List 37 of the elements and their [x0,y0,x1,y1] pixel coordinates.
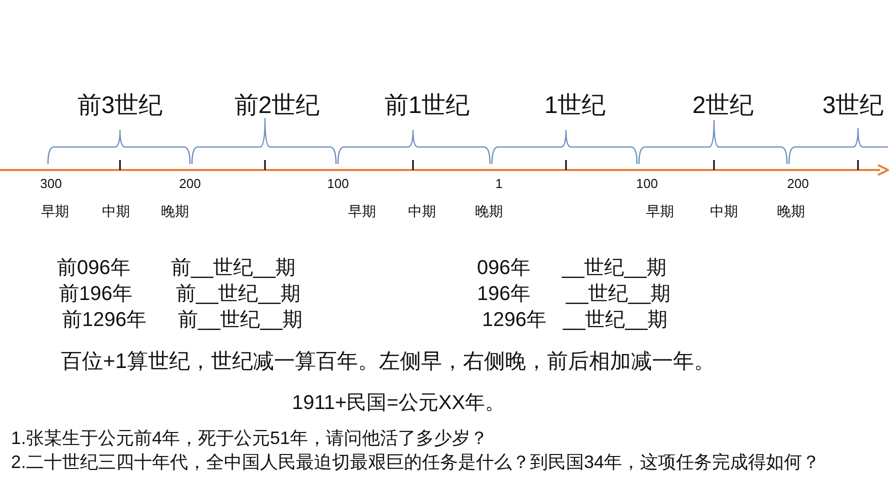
period-label: 早期 [41,204,69,218]
year-label: 300 [40,177,62,190]
year-prompt: 前096年 [57,258,130,278]
year-label: 200 [179,177,201,190]
formula-note: 1911+民国=公元XX年。 [292,393,506,413]
century-label: 2世纪 [692,94,754,118]
year-label: 100 [327,177,349,190]
period-label: 晚期 [475,204,503,218]
period-label: 中期 [710,204,738,218]
period-label: 中期 [102,204,130,218]
period-label: 早期 [646,204,674,218]
year-prompt: 前196年 [59,284,132,304]
century-label: 前3世纪 [77,94,163,118]
century-label: 3世纪 [822,94,884,118]
fill-in-prompt: 前__世纪__期 [176,284,300,304]
century-label: 1世纪 [544,94,606,118]
fill-in-prompt: __世纪__期 [566,284,670,304]
year-label: 200 [787,177,809,190]
question-text: 1.张某生于公元前4年，死于公元51年，请问他活了多少岁？ [11,429,488,447]
year-prompt: 1296年 [482,310,546,330]
century-label: 前2世纪 [234,94,320,118]
rule-note: 百位+1算世纪，世纪减一算百年。左侧早，右侧晚，前后相加减一年。 [61,351,715,372]
fill-in-prompt: 前__世纪__期 [178,310,302,330]
period-label: 晚期 [777,204,805,218]
question-text: 2.二十世纪三四十年代，全中国人民最迫切最艰巨的任务是什么？到民国34年，这项任务完成得如何？ [11,453,820,471]
fill-in-prompt: __世纪__期 [562,258,666,278]
year-label: 1 [495,177,503,190]
year-label: 100 [636,177,658,190]
year-prompt: 096年 [477,258,530,278]
century-label: 前1世纪 [384,94,470,118]
period-label: 早期 [348,204,376,218]
year-prompt: 前1296年 [62,310,146,330]
period-label: 中期 [408,204,436,218]
year-prompt: 196年 [477,284,530,304]
fill-in-prompt: 前__世纪__期 [171,258,296,278]
period-label: 晚期 [161,204,189,218]
fill-in-prompt: __世纪__期 [563,310,668,330]
